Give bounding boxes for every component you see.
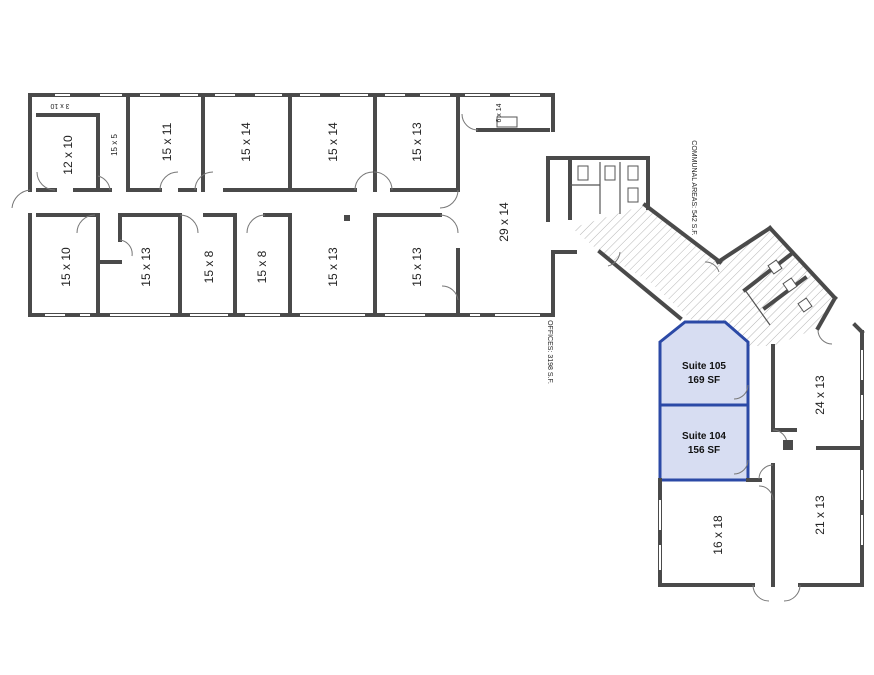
room-label-24x13: 24 x 13 [813,375,827,415]
room-label-16x18: 16 x 18 [711,515,725,555]
column-marker [344,215,350,221]
right-wing [658,295,865,602]
room-label-15x8-b: 15 x 8 [255,250,269,283]
left-wing [11,93,555,317]
communal-restroom-area [720,228,835,346]
room-labels: 3 x 10 12 x 10 15 x 5 15 x 11 15 x 14 15… [50,102,827,555]
room-label-15x11: 15 x 11 [160,122,174,161]
room-label-15x5: 15 x 5 [110,134,119,156]
suite-104-area: 156 SF [688,445,720,456]
suite-105-name: Suite 105 [682,361,726,372]
communal-corridor [572,205,773,346]
room-label-12x10: 12 x 10 [61,135,75,175]
room-label-15x14-a: 15 x 14 [239,122,253,162]
room-label-15x13-d: 15 x 13 [410,247,424,287]
suite-104[interactable] [658,403,750,482]
room-label-6x14: 6 x 14 [496,103,503,122]
suite-104-name: Suite 104 [682,431,726,442]
room-label-15x10: 15 x 10 [59,247,73,287]
communal-area-label: COMMUNAL AREAS: 542 S.F. [690,140,697,235]
suite-labels: Suite 105 169 SF Suite 104 156 SF [682,361,726,456]
restroom-block [546,156,838,326]
room-label-15x13-c: 15 x 13 [326,247,340,287]
room-label-15x13-top: 15 x 13 [410,122,424,162]
room-label-15x14-b: 15 x 14 [326,122,340,162]
suite-105-area: 169 SF [688,375,720,386]
offices-area-label: OFFICES: 3198 S.F. [546,320,553,384]
room-label-29x14: 29 x 14 [497,202,511,242]
room-label-3x10: 3 x 10 [50,102,69,109]
room-label-21x13: 21 x 13 [813,495,827,535]
room-label-15x8-a: 15 x 8 [202,250,216,283]
room-label-15x13-b: 15 x 13 [139,247,153,287]
